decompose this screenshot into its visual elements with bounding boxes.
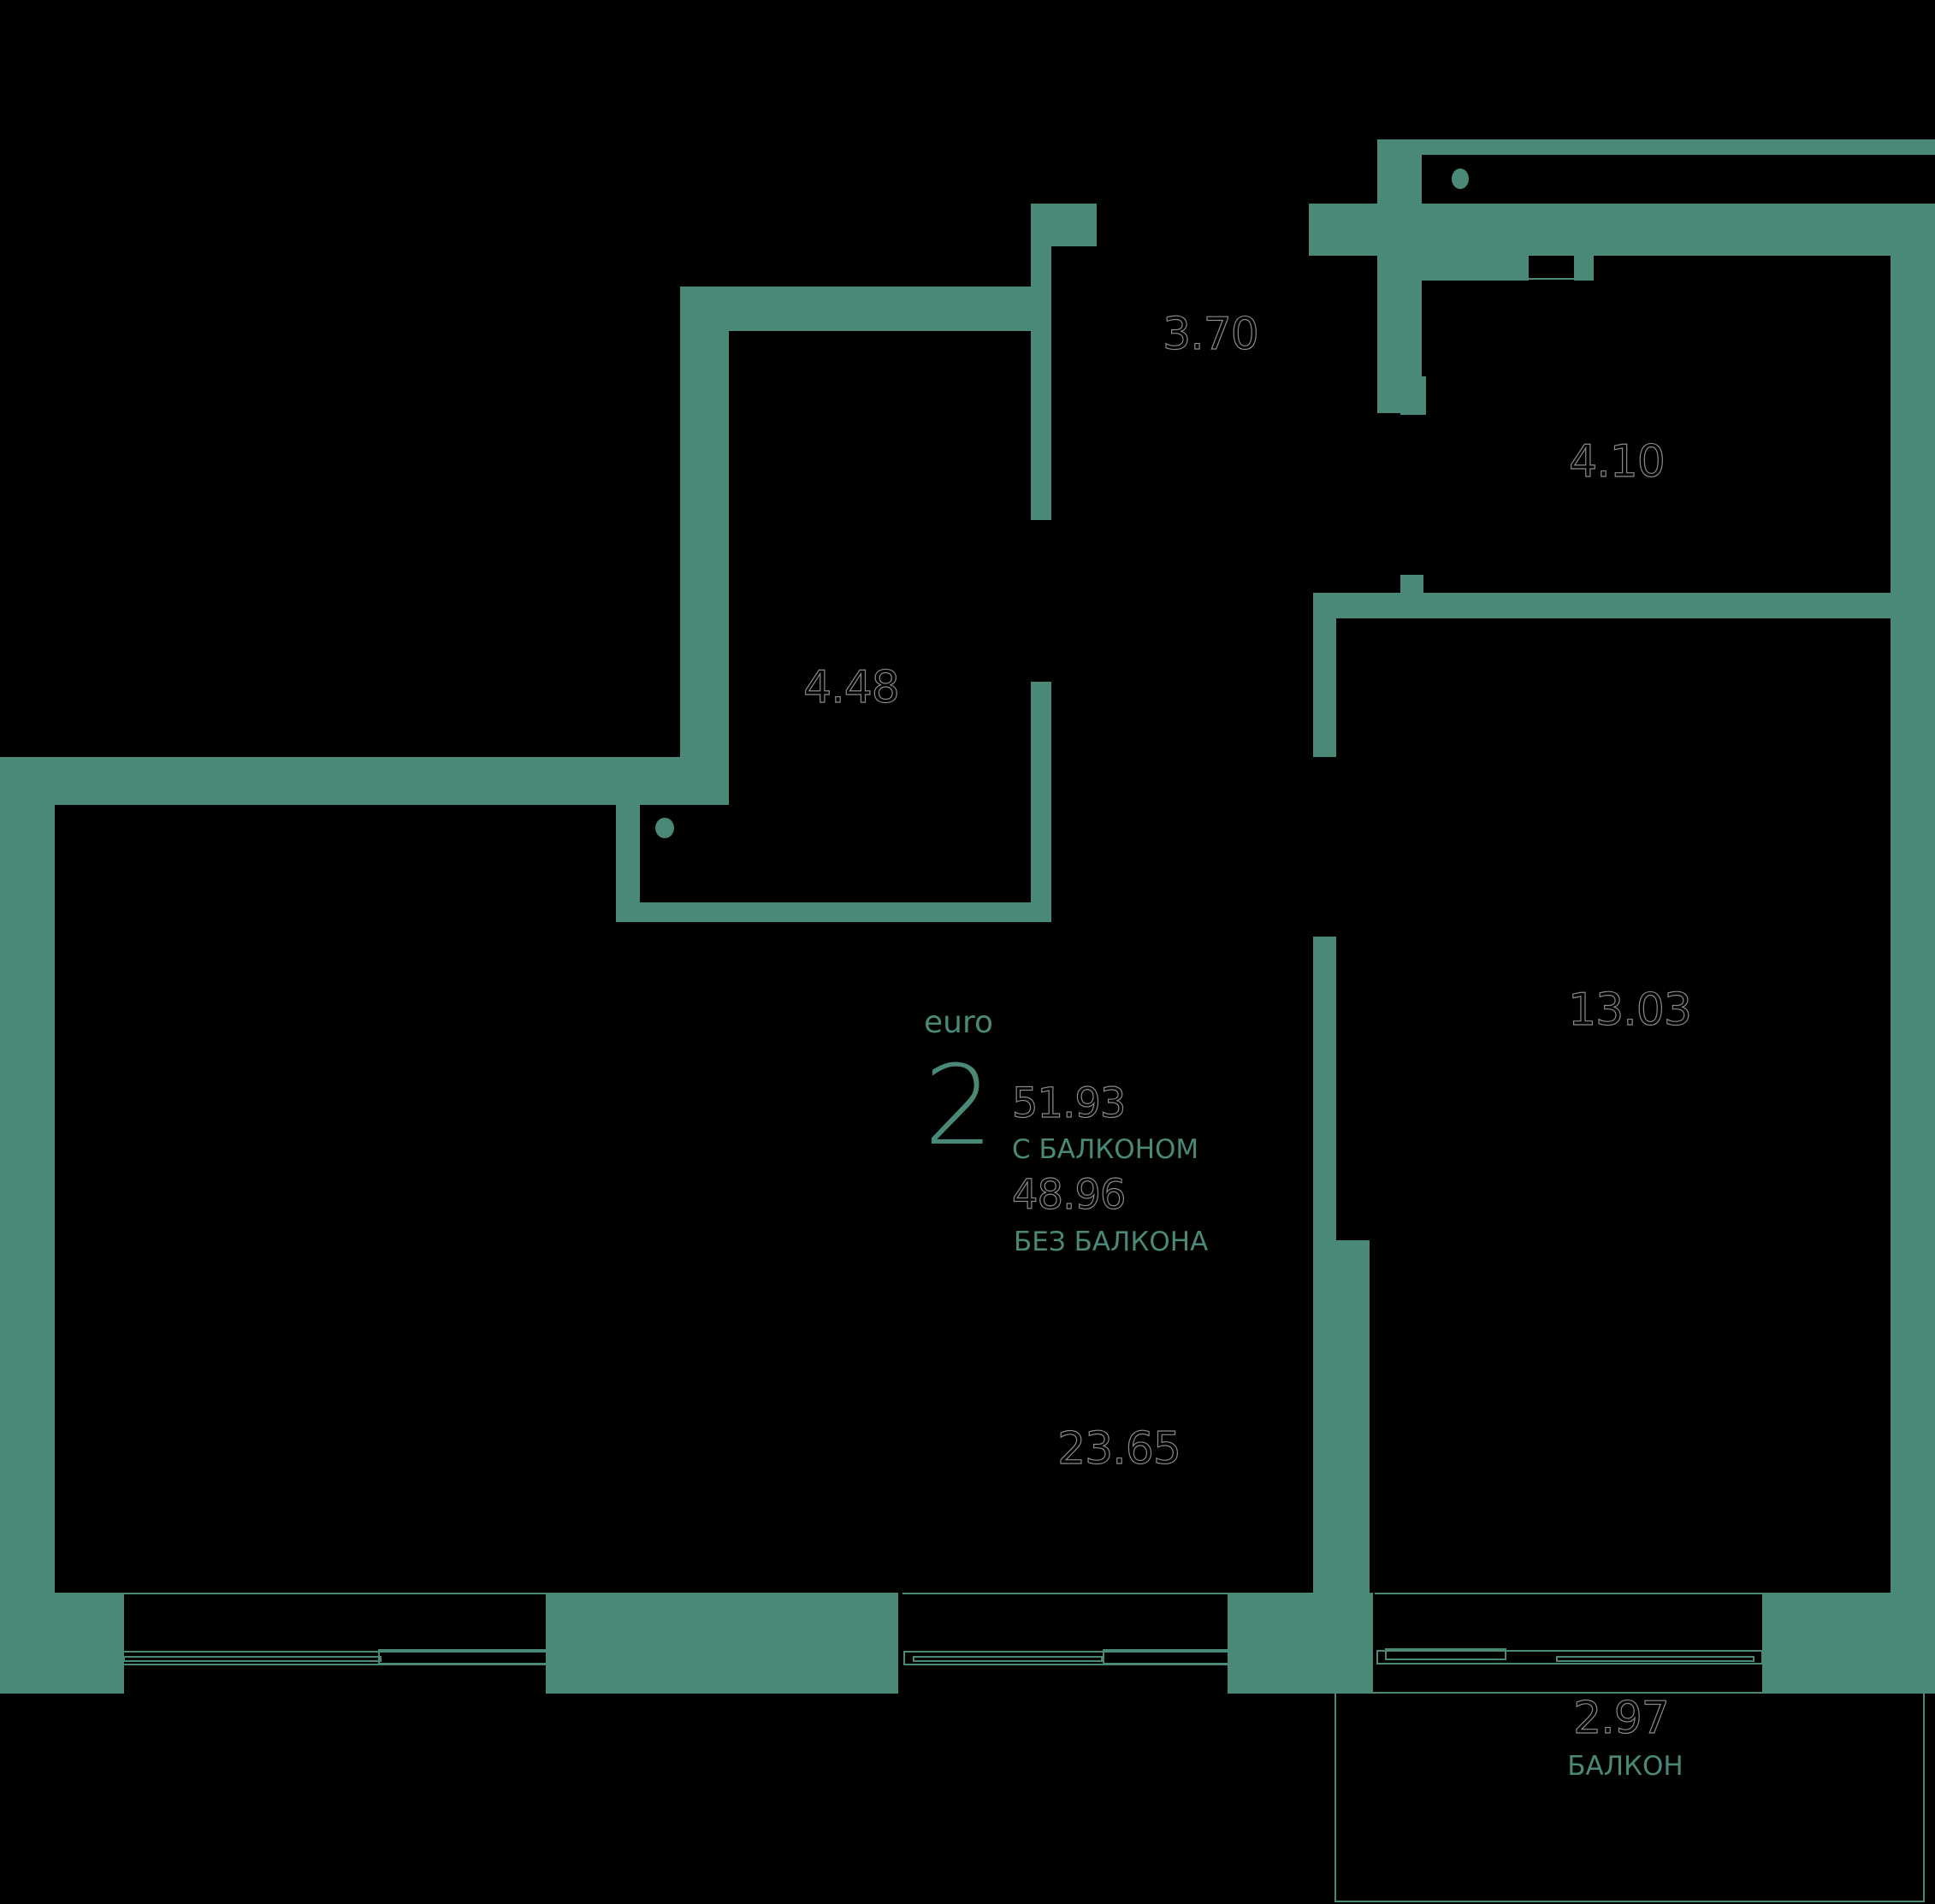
total-area-without-balcony-caption: БЕЗ БАЛКОНА — [1014, 1227, 1209, 1257]
room-area-bathroom: 4.10 — [1569, 436, 1666, 488]
balcony-outline — [1334, 1692, 1925, 1902]
window-1 — [109, 1593, 556, 1665]
bathroom-fixtures — [1421, 169, 1577, 280]
room-area-hallway: 3.70 — [1163, 309, 1260, 360]
room-area-storage: 4.48 — [803, 662, 901, 713]
room-area-balcony: 2.97 — [1573, 1693, 1671, 1744]
walls — [0, 139, 1935, 1694]
window-3 — [1375, 1593, 1767, 1665]
room-area-kitchen-living: 23.65 — [1056, 1423, 1181, 1475]
total-area-with-balcony: 51.93 — [1011, 1079, 1127, 1127]
rooms-count: 2 — [924, 1043, 994, 1170]
drain-icon — [1452, 169, 1469, 189]
total-area-without-balcony: 48.96 — [1011, 1171, 1127, 1219]
balcony-caption: БАЛКОН — [1567, 1751, 1684, 1782]
drain-icon — [655, 818, 674, 838]
window-2 — [902, 1593, 1239, 1665]
total-area-with-balcony-caption: С БАЛКОНОМ — [1012, 1134, 1199, 1165]
room-area-bedroom: 13.03 — [1567, 985, 1692, 1036]
apartment-type-label: euro — [924, 1005, 993, 1040]
